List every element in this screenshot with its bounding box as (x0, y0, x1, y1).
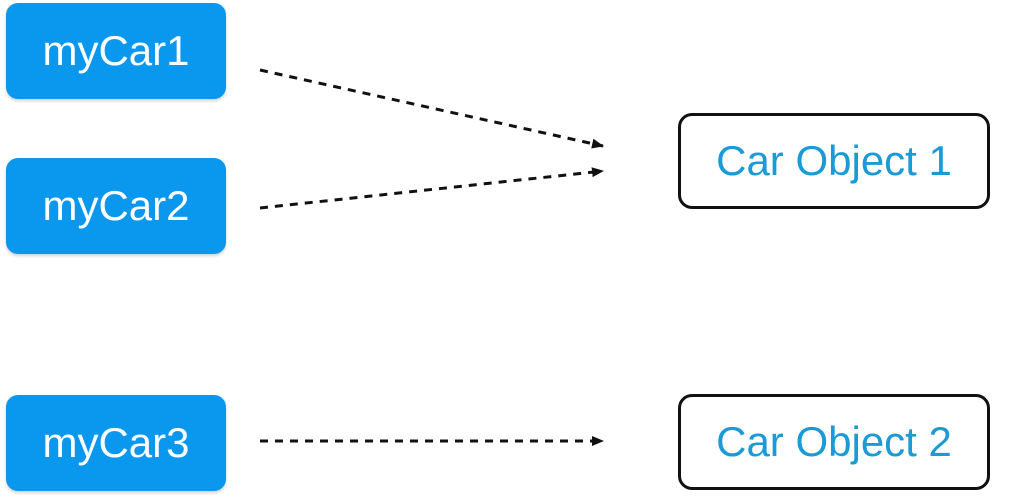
reference-label: myCar2 (42, 182, 190, 229)
reference-label: myCar1 (42, 27, 190, 74)
object-label: Car Object 2 (716, 418, 952, 465)
arrow-mycar1-to-object1 (259, 68, 604, 149)
object-box-car-object-2: Car Object 2 (678, 394, 990, 490)
object-label: Car Object 1 (716, 137, 952, 184)
reference-box-mycar1: myCar1 (6, 3, 226, 99)
reference-box-mycar2: myCar2 (6, 158, 226, 254)
arrow-mycar2-to-object1 (259, 167, 604, 210)
reference-label: myCar3 (42, 419, 190, 466)
reference-box-mycar3: myCar3 (6, 395, 226, 491)
object-box-car-object-1: Car Object 1 (678, 113, 990, 209)
